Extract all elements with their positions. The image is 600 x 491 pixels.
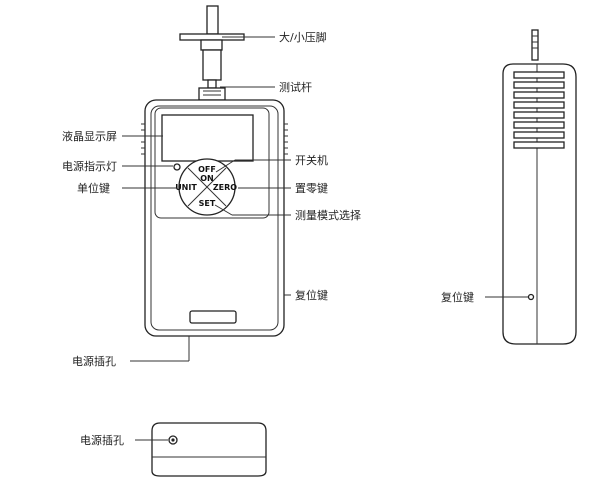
power-switch-label: 开关机 [295, 153, 328, 167]
power-indicator-led [173, 163, 181, 171]
reset-key-front-label: 复位键 [295, 288, 328, 302]
front-callouts: 大/小压脚 测试杆 液晶显示屏 电源指示灯 开关机 单位键 置零键 测量模式选择… [62, 30, 361, 368]
power-jack-front-label: 电源插孔 [72, 354, 116, 368]
mode-select-label: 测量模式选择 [295, 208, 361, 222]
on-key-label[interactable]: ON [200, 174, 214, 183]
presser-foot [179, 5, 245, 81]
presser-foot-label: 大/小压脚 [279, 30, 327, 44]
reset-key-side-label: 复位键 [441, 290, 474, 304]
unit-key-callout: 单位键 [77, 181, 110, 195]
bottom-body [151, 422, 267, 477]
lcd-screen-label: 液晶显示屏 [62, 129, 117, 143]
button-cluster: OFF ON UNIT ZERO SET [175, 158, 237, 216]
side-reset-button[interactable] [527, 293, 535, 301]
test-rod [198, 79, 226, 101]
unit-key-label[interactable]: UNIT [175, 183, 197, 192]
bottom-slot [189, 310, 237, 324]
bottom-view: 电源插孔 [80, 422, 267, 477]
off-key-label[interactable]: OFF [198, 165, 216, 174]
lcd-screen [161, 114, 254, 162]
zero-key-label[interactable]: ZERO [213, 183, 237, 192]
zero-key-callout: 置零键 [295, 181, 328, 195]
test-rod-label: 测试杆 [279, 80, 312, 94]
side-rod [531, 29, 539, 61]
power-indicator-label: 电源指示灯 [62, 159, 117, 173]
display-panel [154, 107, 270, 219]
set-key-label[interactable]: SET [199, 199, 216, 208]
vent-slots [513, 71, 565, 149]
side-view: 复位键 [441, 29, 577, 345]
power-jack-bottom-label: 电源插孔 [80, 433, 124, 447]
front-view: OFF ON UNIT ZERO SET [141, 5, 288, 337]
